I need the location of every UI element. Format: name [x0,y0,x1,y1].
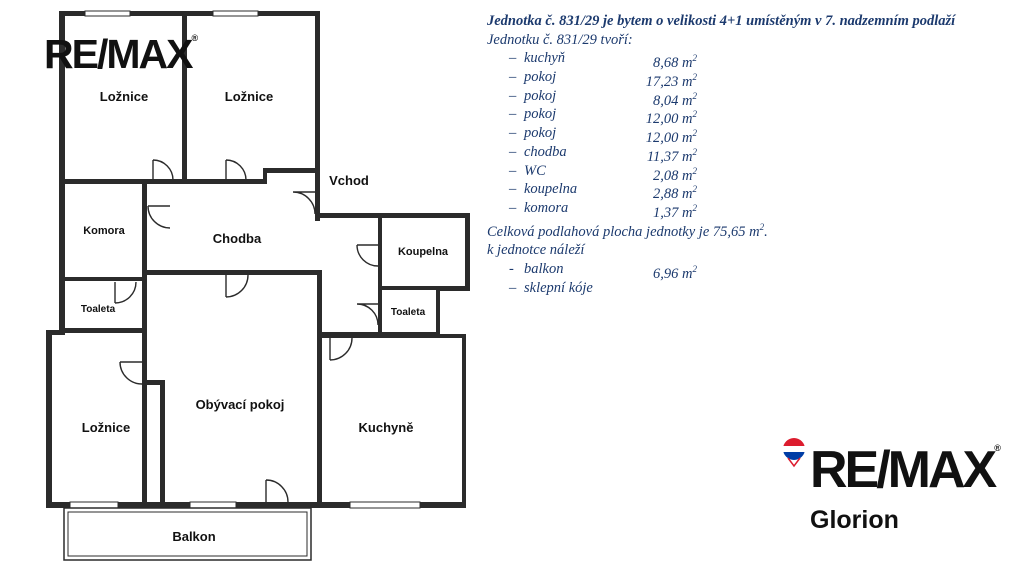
room-area-number: 8,68 m [653,55,693,72]
room-name: pokoj [524,87,557,104]
room-area-number: 12,00 m [645,111,693,128]
belongs-row: -balkon 6,96 m2 [487,260,1017,282]
registered-mark: ® [191,33,199,43]
room-area-sup: 2 [692,53,698,64]
room-area-number: 1,37 m [653,204,693,221]
room-area-sup: 2 [692,202,698,213]
room-dash: – [509,143,517,160]
glorion-text: Glorion [810,506,899,534]
label-vchod: Vchod [329,173,369,188]
room-area-number: 8,04 m [653,92,693,109]
unit-intro: Jednotku č. 831/29 tvoří: [487,31,633,48]
room-name: pokoj [524,125,557,142]
label-chodba: Chodba [213,231,262,246]
room-area-row: –WC 2,08 m2 [487,162,1017,184]
label-loznice-2: Ložnice [225,89,273,104]
room-dash: – [509,69,517,86]
room-area-row: –chodba 11,37 m2 [487,143,1017,165]
room-name: chodba [524,143,567,160]
room-area-row: –pokoj 12,00 m2 [487,105,1017,127]
room-area-sup: 2 [692,146,698,157]
unit-info: Jednotka č. 831/29 je bytem o velikosti … [487,12,1017,297]
room-area-value: 12,00 m2 [646,105,697,129]
total-area-sup: 2 [759,221,765,232]
room-name: komora [524,199,569,216]
room-area-number: 2,88 m [653,186,693,203]
room-dash: – [509,125,517,142]
room-area-row: –pokoj 12,00 m2 [487,124,1017,146]
belongs-row: –sklepní kóje [487,279,1017,298]
room-area-value: 12,00 m2 [646,124,697,148]
room-area-row: –kuchyň 8,68 m2 [487,49,1017,71]
total-area-text: Celková podlahová plocha jednotky je 75,… [487,223,760,240]
label-toaleta-2: Toaleta [391,307,426,318]
label-loznice-3: Ložnice [82,420,130,435]
room-area-number: 2,08 m [653,167,693,184]
room-area-value: 8,68 m2 [653,49,697,73]
room-area-number: 17,23 m [645,73,693,90]
label-komora: Komora [83,225,125,237]
room-area-value: 8,04 m2 [653,87,697,111]
room-area-row: –pokoj 8,04 m2 [487,87,1017,109]
label-koupelna: Koupelna [398,246,449,258]
room-area-number: 11,37 m [646,148,693,165]
room-dash: – [509,106,517,123]
room-area-value: 1,37 m2 [653,199,697,223]
belongs-dash: – [509,279,517,296]
room-area-value: 11,37 m2 [647,143,697,167]
room-area-number: 12,00 m [645,129,693,146]
belongs-sup: 2 [692,263,698,274]
walls [46,11,470,508]
room-dash: – [509,50,517,67]
room-area-row: –koupelna 2,88 m2 [487,180,1017,202]
remax-logo-top: RE/MAX® [44,34,198,75]
room-name: pokoj [524,106,557,123]
room-area-sup: 2 [692,184,698,195]
room-name: WC [524,162,546,179]
registered-mark-bottom: ® [994,443,1001,453]
room-area-value: 2,88 m2 [653,180,697,204]
balloon-icon [783,438,805,468]
label-toaleta-1: Toaleta [81,304,116,315]
unit-title: Jednotka č. 831/29 je bytem o velikosti … [487,13,956,29]
room-dash: – [509,162,517,179]
room-dash: – [509,199,517,216]
label-loznice-1: Ložnice [100,89,148,104]
room-name: kuchyň [524,50,566,67]
room-area-value: 17,23 m2 [646,68,697,92]
room-dash: – [509,87,517,104]
room-area-sup: 2 [692,90,698,101]
remax-logo-bottom-text: RE/MAX [810,441,997,499]
remax-logo-bottom: RE/MAX® [810,441,1001,499]
label-balkon: Balkon [172,529,215,544]
label-obyvaci-pokoj: Obývací pokoj [196,397,285,412]
remax-glorion-logo: RE/MAX® Glorion [780,436,1010,536]
balcony-outline [63,507,312,561]
belongs-name: sklepní kóje [524,279,593,296]
total-area-end: . [764,223,768,240]
label-kuchyne: Kuchyně [359,420,414,435]
room-area-sup: 2 [692,165,698,176]
doors [114,159,379,503]
room-area-value: 2,08 m2 [653,162,697,186]
belongs-name: balkon [524,260,564,277]
room-area-row: –komora 1,37 m2 [487,199,1017,221]
belongs-number: 6,96 m [653,265,693,282]
room-name: koupelna [524,181,578,198]
total-area: Celková podlahová plocha jednotky je 75,… [487,218,1017,242]
room-name: pokoj [524,69,557,86]
room-area-sup: 2 [692,109,698,120]
belongs-value: 6,96 m2 [653,260,697,284]
room-area-sup: 2 [692,128,698,139]
room-area-sup: 2 [692,72,698,83]
room-dash: – [509,181,517,198]
belongs-heading: k jednotce náleží [487,242,585,259]
belongs-dash: - [509,260,514,277]
remax-logo-top-text: RE/MAX [44,31,193,77]
room-area-row: –pokoj 17,23 m2 [487,68,1017,90]
